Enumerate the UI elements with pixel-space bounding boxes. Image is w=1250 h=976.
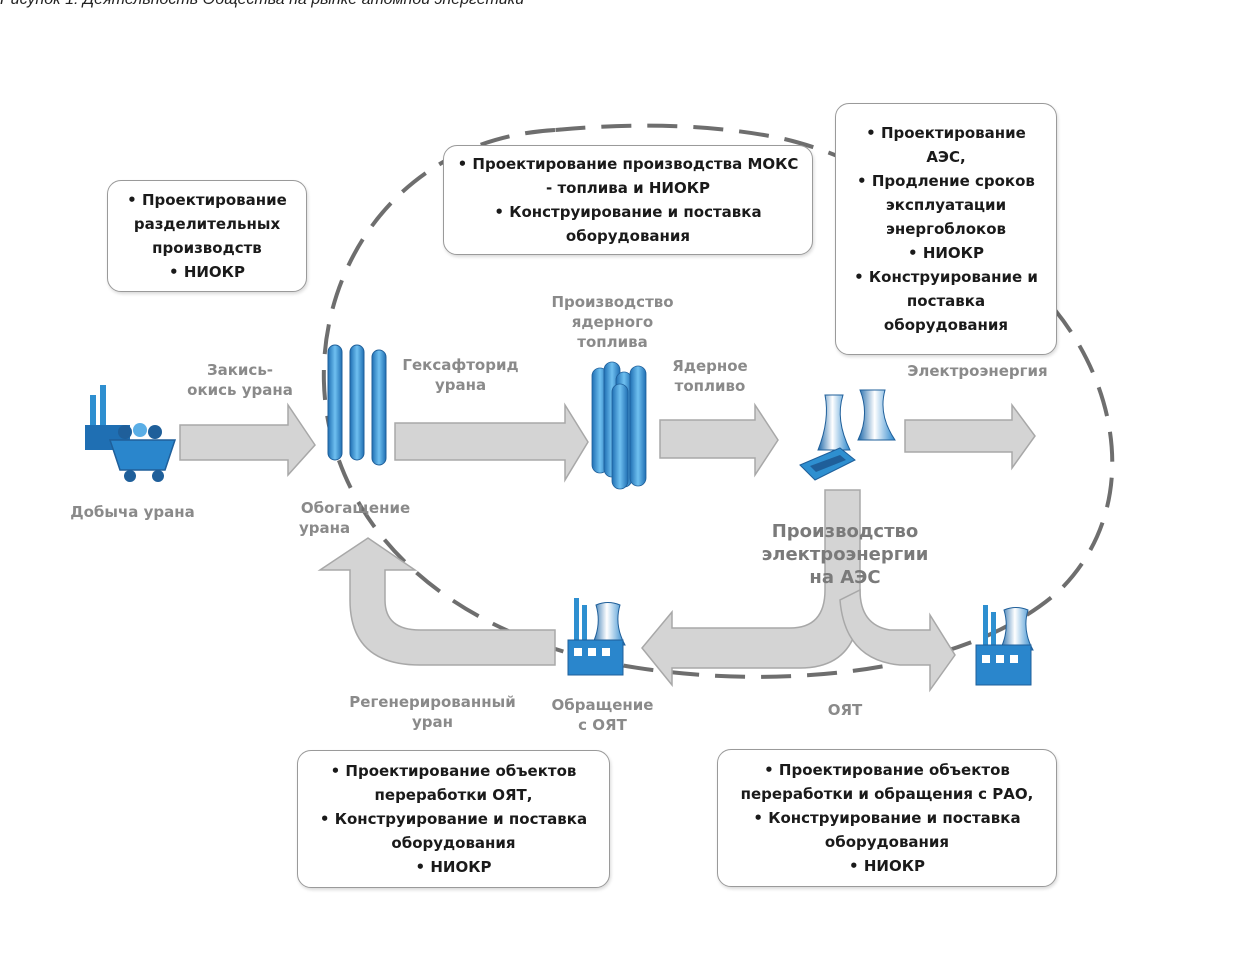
figure-caption: Рисунок 1. Деятельность Общества на рынк… — [0, 0, 524, 9]
box-line: • Проектирование производства МОКС — [457, 155, 799, 173]
box-snf-processing: • Проектирование объектов переработки ОЯ… — [297, 750, 610, 888]
box-line: • НИОКР — [849, 857, 925, 875]
box-npp-design: • Проектирование АЭС, • Продление сроков… — [835, 103, 1057, 355]
box-separation-lines: • Проектирование разделительных производ… — [127, 188, 287, 284]
label-line: урана — [299, 519, 351, 537]
box-line: • НИОКР — [415, 858, 492, 876]
box-line: оборудования — [883, 316, 1009, 334]
box-line: • НИОКР — [169, 263, 245, 281]
label-line: Закись- — [206, 361, 274, 379]
label-line: топлива — [577, 333, 648, 351]
label-hexafluoride: Гексафторид урана — [398, 355, 523, 395]
box-line: разделительных — [133, 215, 281, 233]
box-line: оборудования — [391, 834, 516, 852]
label-snf-handling: Обращение с ОЯТ — [545, 695, 660, 735]
fuel-rods-icon — [591, 361, 647, 490]
label-line: электроэнергии — [761, 544, 929, 565]
label-uranium-oxide: Закись- окись урана — [180, 360, 300, 400]
arrow-mining-to-enrichment — [179, 402, 316, 477]
centrifuge-icon — [327, 344, 387, 466]
box-line: • Проектирование объектов — [764, 761, 1010, 779]
label-line: Обращение — [551, 696, 654, 714]
arrow-regenerated-uranium — [317, 537, 556, 666]
label-line: уран — [411, 713, 453, 731]
arrow-npp-to-waste — [839, 588, 956, 693]
box-snf-lines: • Проектирование объектов переработки ОЯ… — [320, 759, 587, 879]
closed-cycle-dashed-ellipse — [321, 123, 1115, 679]
label-line: Производство — [771, 521, 919, 542]
box-line: • Конструирование и поставка — [319, 810, 588, 828]
box-line: - топлива и НИОКР — [546, 179, 710, 197]
box-line: • Продление сроков — [857, 172, 1035, 190]
label-electricity: Электроэнергия — [907, 362, 1048, 380]
box-line: • Проектирование объектов — [330, 762, 577, 780]
label-line: Обогащение — [300, 499, 411, 517]
box-rao-processing: • Проектирование объектов переработки и … — [717, 749, 1057, 887]
label-line: на АЭС — [809, 567, 881, 588]
box-line: переработки и обращения с РАО, — [740, 785, 1034, 803]
label-mining: Добыча урана — [70, 503, 195, 521]
box-line: • Конструирование и поставка — [494, 203, 762, 221]
label-line: Производство — [551, 293, 674, 311]
box-line: оборудования — [824, 833, 950, 851]
box-mox-lines: • Проектирование производства МОКС - топ… — [458, 152, 799, 248]
box-line: АЭС, — [926, 148, 966, 166]
box-line: энергоблоков — [885, 220, 1007, 238]
label-line: урана — [434, 376, 487, 394]
label-line: топливо — [674, 377, 746, 395]
label-line: с ОЯТ — [578, 716, 627, 734]
box-line: • Конструирование и поставка — [753, 809, 1021, 827]
box-line: поставка — [906, 292, 986, 310]
box-separation-facilities: • Проектирование разделительных производ… — [107, 180, 307, 292]
label-fuel-production: Производство ядерного топлива — [545, 292, 680, 352]
box-npp-lines: • Проектирование АЭС, • Продление сроков… — [854, 121, 1038, 337]
arrow-electricity-out — [904, 402, 1036, 471]
label-regenerated-uranium: Регенерированный уран — [340, 692, 525, 732]
label-power-generation: Производство электроэнергии на АЭС — [755, 520, 935, 589]
box-line: • НИОКР — [908, 244, 984, 262]
box-line: эксплуатации — [885, 196, 1007, 214]
waste-facility-icon — [975, 605, 1034, 686]
nuclear-plant-icon — [799, 389, 896, 481]
box-mox-fuel: • Проектирование производства МОКС - топ… — [443, 145, 813, 255]
arrow-fuel-to-npp — [659, 402, 779, 478]
box-line: • Проектирование — [866, 124, 1026, 142]
label-line: Гексафторид — [402, 356, 519, 374]
box-line: переработки ОЯТ, — [374, 786, 533, 804]
label-snf: ОЯТ — [827, 701, 863, 719]
label-line: ядерного — [571, 313, 654, 331]
label-line: Ядерное — [672, 357, 748, 375]
box-line: • Проектирование — [127, 191, 287, 209]
label-nuclear-fuel: Ядерное топливо — [660, 356, 760, 396]
box-line: производств — [152, 239, 262, 257]
box-line: • Конструирование и — [854, 268, 1038, 286]
mine-cart-icon — [85, 385, 177, 482]
box-line: оборудования — [565, 227, 691, 245]
label-line: окись урана — [187, 381, 293, 399]
arrow-enrichment-to-fuel — [394, 402, 589, 483]
box-rao-lines: • Проектирование объектов переработки и … — [741, 758, 1034, 878]
label-enrichment: Обогащение урана — [293, 498, 418, 538]
label-line: Регенерированный — [349, 693, 516, 711]
reprocessing-plant-icon — [567, 598, 626, 676]
